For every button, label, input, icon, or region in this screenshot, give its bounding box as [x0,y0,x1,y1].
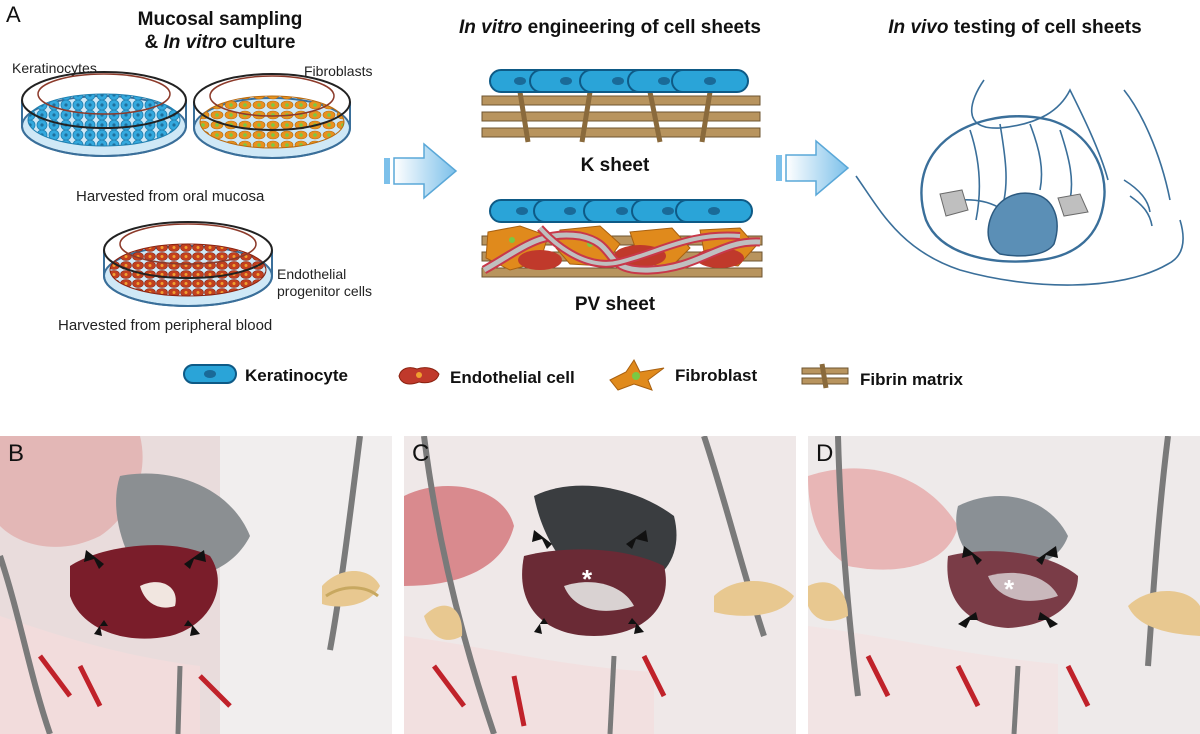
dish-keratinocytes [21,71,187,157]
photo-d-asterisk: * [1004,574,1015,604]
k-sheet-keratinocytes [489,69,749,93]
pv-sheet-vessels [481,225,761,275]
label-harvest-oral: Harvested from oral mucosa [76,188,265,205]
legend-endothelial-label: Endothelial cell [450,368,575,387]
legend-fibrin-label: Fibrin matrix [860,370,963,389]
heading1-line2: & In vitro culture [144,32,296,53]
photo-d-letter: D [816,440,834,467]
label-keratinocytes: Keratinocytes [12,60,97,76]
photo-panel-d: D * [808,436,1200,734]
arrow-engineering-to-vivo [776,139,850,197]
label-pv-sheet: PV sheet [574,294,656,315]
heading1-line1: Mucosal sampling [137,9,303,30]
photo-b-image [0,436,392,734]
photo-panel-c: C * [404,436,796,734]
label-k-sheet: K sheet [580,155,650,176]
legend-keratinocyte-label: Keratinocyte [245,366,348,385]
photo-c-asterisk: * [582,564,593,594]
label-endothelial-progenitor: Endothelial progenitor cells [277,266,372,299]
photo-c-image [404,436,796,734]
heading-mucosal-sampling: Mucosal sampling & In vitro culture [90,8,350,54]
in-vivo-graft-area [939,189,1089,257]
dish-fibroblasts [193,73,351,159]
heading-in-vitro-engineering: In vitro engineering of cell sheets [459,17,761,38]
photo-d-image [808,436,1200,734]
photo-b-letter: B [8,440,25,467]
arrow-culture-to-engineering [384,142,458,200]
label-harvest-blood: Harvested from peripheral blood [58,317,273,334]
legend-fibroblast-icon [609,359,665,391]
heading-in-vivo-testing: In vivo testing of cell sheets [888,17,1142,38]
dish-endothelial-progenitor [103,221,273,307]
legend-keratinocyte-icon [183,364,237,384]
panel-a-illustration [21,69,1184,307]
legend-endothelial-icon [398,367,440,385]
photo-c-letter: C [412,440,430,467]
k-sheet-fibrin-matrix [481,91,761,143]
legend-fibroblast-label: Fibroblast [675,366,758,385]
panel-a-letter: A [6,2,21,27]
legend-fibrin-icon [801,363,849,389]
label-fibroblasts: Fibroblasts [304,63,373,79]
pv-sheet-keratinocytes [489,199,753,223]
photo-panel-b: B [0,436,392,734]
in-vivo-mouth-sketch [855,79,1184,286]
